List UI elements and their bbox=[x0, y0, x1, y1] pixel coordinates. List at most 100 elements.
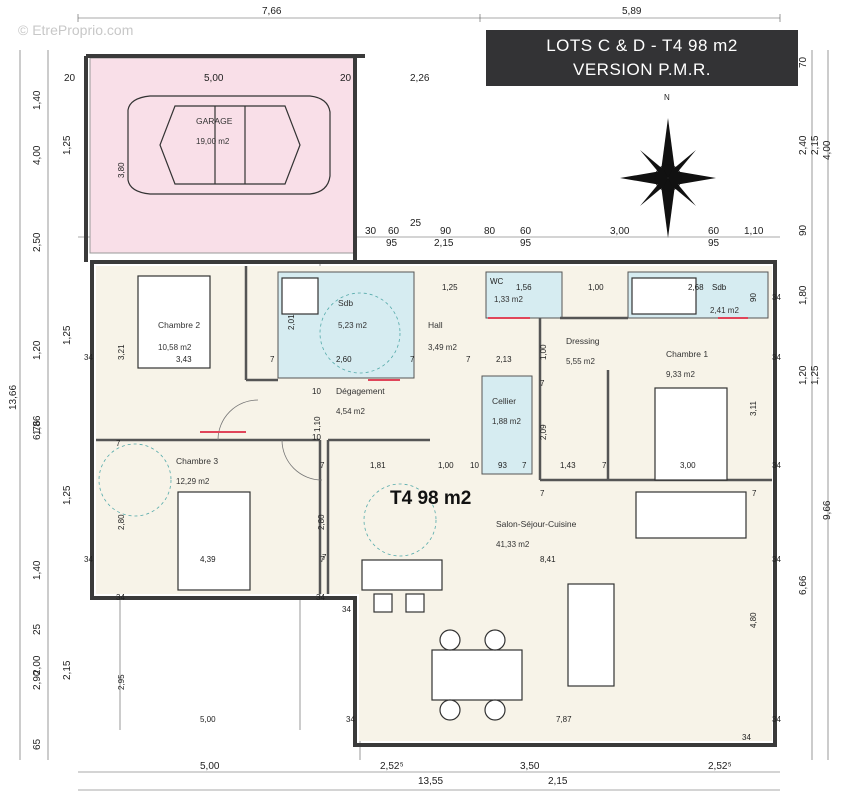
title-line2: VERSION P.M.R. bbox=[573, 60, 711, 79]
dim-top3-e: 80 bbox=[484, 226, 496, 237]
room-chambre2-name: Chambre 2 bbox=[158, 320, 200, 330]
dim-int-36: 2,80 bbox=[117, 514, 126, 530]
bed-chambre3 bbox=[177, 491, 251, 591]
dim-top3-d: 90 bbox=[440, 226, 452, 237]
door-openings bbox=[200, 317, 748, 433]
dim-int-43: 34 bbox=[116, 593, 125, 602]
dim-bottom-b: 2,52⁵ bbox=[380, 761, 404, 772]
compass-rose-icon: N bbox=[620, 93, 716, 238]
room-wc-area: 1,33 m2 bbox=[494, 295, 523, 304]
dim-int-41: 34 bbox=[84, 555, 93, 564]
dim-top3b-c: 95 bbox=[520, 238, 532, 249]
dim-int-13: 7 bbox=[410, 355, 415, 364]
dim-int-44: 2,95 bbox=[117, 674, 126, 690]
dim-int-19: 10 bbox=[312, 387, 321, 396]
dim-int-25: 10 bbox=[470, 461, 479, 470]
room-cellier-area: 1,88 m2 bbox=[492, 417, 521, 426]
dim-right-b: 2,40 bbox=[798, 135, 809, 155]
dim-int-49: 34 bbox=[772, 715, 781, 724]
dim-bottom-c: 3,50 bbox=[520, 761, 540, 772]
dim-top-right: 5,89 bbox=[622, 6, 642, 17]
dim-int-47: 7,87 bbox=[556, 715, 572, 724]
dim-left-h: 1,25 bbox=[62, 485, 73, 505]
dim-int-22: 7 bbox=[320, 461, 325, 470]
dim-left-a: 1,40 bbox=[32, 90, 43, 110]
room-dressing-area: 5,55 m2 bbox=[566, 357, 595, 366]
dim-int-30: 3,00 bbox=[680, 461, 696, 470]
dim-int-45: 5,00 bbox=[200, 715, 216, 724]
dim-int-23: 1,81 bbox=[370, 461, 386, 470]
dim-int-14: 7 bbox=[466, 355, 471, 364]
dim-top3-g: 3,00 bbox=[610, 226, 630, 237]
dim-bottom-total: 13,55 bbox=[418, 776, 443, 787]
room-salon-area: 41,33 m2 bbox=[496, 540, 530, 549]
dim-top2-b: 5,00 bbox=[204, 73, 224, 84]
dim-int-18: 3,11 bbox=[749, 400, 758, 416]
furniture bbox=[281, 277, 747, 721]
dim-int-24: 1,00 bbox=[438, 461, 454, 470]
dim-int-5: 90 bbox=[749, 293, 758, 302]
dim-int-4: 2,68 bbox=[688, 283, 704, 292]
dim-int-9: 3,43 bbox=[176, 355, 192, 364]
bed-chambre2 bbox=[137, 275, 211, 369]
dim-int-46: 34 bbox=[346, 715, 355, 724]
dim-int-21: 10 bbox=[312, 433, 321, 442]
dim-top3-b: 60 bbox=[388, 226, 400, 237]
sofa-right bbox=[567, 583, 615, 687]
dim-int-48: 4,80 bbox=[749, 612, 758, 628]
dim-int-27: 7 bbox=[522, 461, 527, 470]
dim-left-g: 1,86 bbox=[32, 415, 43, 435]
dim-int-50: 34 bbox=[316, 593, 325, 602]
dim-int-53: 7 bbox=[116, 439, 121, 448]
room-cellier-name: Cellier bbox=[492, 396, 516, 406]
dim-int-8: 3,21 bbox=[117, 344, 126, 360]
dim-int-2: 1,56 bbox=[516, 283, 532, 292]
beds bbox=[137, 275, 728, 591]
room-sdb1-area: 5,23 m2 bbox=[338, 321, 367, 330]
dim-right-g: 1,20 bbox=[798, 365, 809, 385]
dim-left-c: 1,25 bbox=[62, 135, 73, 155]
dim-left-k: 2,90 bbox=[32, 670, 43, 690]
dim-int-54: 7 bbox=[322, 553, 327, 562]
dim-left-i: 1,40 bbox=[32, 560, 43, 580]
dim-int-51: 34 bbox=[342, 605, 351, 614]
dim-right-e: 90 bbox=[798, 224, 809, 236]
dim-int-1: 1,25 bbox=[442, 283, 458, 292]
dim-right-i: 9,66 bbox=[822, 500, 833, 520]
room-sdb2-area: 2,41 m2 bbox=[710, 306, 739, 315]
dim-top3-c: 25 bbox=[410, 218, 422, 229]
room-chambre1-name: Chambre 1 bbox=[666, 349, 708, 359]
dim-top3-a: 30 bbox=[365, 226, 377, 237]
dim-left-b: 4,00 bbox=[32, 145, 43, 165]
dim-left-outer-a: 13,66 bbox=[8, 385, 19, 410]
cellier-floor bbox=[481, 375, 533, 475]
dim-top3b-b: 2,15 bbox=[434, 238, 454, 249]
dim-int-42: 34 bbox=[772, 555, 781, 564]
dim-bottom-total-2: 2,15 bbox=[548, 776, 568, 787]
dim-top2-c: 20 bbox=[340, 73, 352, 84]
dim-int-33: 7 bbox=[540, 489, 545, 498]
dim-int-28: 1,43 bbox=[560, 461, 576, 470]
room-chambre3-area: 12,29 m2 bbox=[176, 477, 210, 486]
dim-right-d: 4,00 bbox=[822, 140, 833, 160]
room-chambre2-area: 10,58 m2 bbox=[158, 343, 192, 352]
dim-int-40: 8,41 bbox=[540, 555, 556, 564]
dim-int-12: 2,60 bbox=[336, 355, 352, 364]
dim-right-c: 2,15 bbox=[810, 135, 821, 155]
compass-north: N bbox=[664, 93, 670, 102]
dim-bottom-a: 5,00 bbox=[200, 761, 220, 772]
dim-top3b-d: 95 bbox=[708, 238, 720, 249]
room-garage-name: GARAGE bbox=[196, 116, 233, 126]
dim-top3b-a: 95 bbox=[386, 238, 398, 249]
dim-int-34: 7 bbox=[752, 489, 757, 498]
dim-left-j: 25 bbox=[32, 623, 43, 635]
plan-label: T4 98 m2 bbox=[390, 488, 472, 509]
shower-2 bbox=[631, 277, 697, 315]
dim-int-52: 34 bbox=[742, 733, 751, 742]
title-line1: LOTS C & D - T4 98 m2 bbox=[546, 36, 738, 55]
door-swings bbox=[98, 292, 437, 557]
room-degagement-name: Dégagement bbox=[336, 386, 385, 396]
room-degagement-area: 4,54 m2 bbox=[336, 407, 365, 416]
dim-left-m: 2,15 bbox=[62, 660, 73, 680]
